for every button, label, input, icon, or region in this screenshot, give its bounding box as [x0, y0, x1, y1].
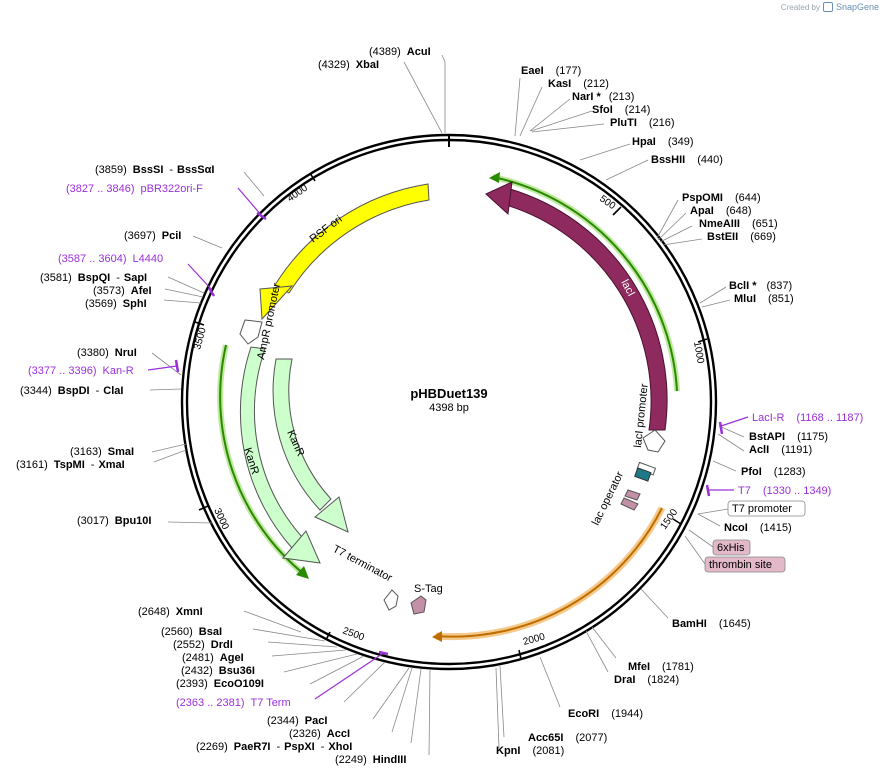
svg-text:(2363 .. 2381)T7 Term: (2363 .. 2381)T7 Term — [176, 697, 291, 709]
snapgene-credit: Created by SnapGene — [781, 2, 879, 12]
svg-text:(2344)PacI: (2344)PacI — [267, 715, 327, 727]
6xhis-box: 6xHis — [712, 539, 751, 556]
svg-text:(3380)NruI: (3380)NruI — [77, 347, 137, 359]
svg-text:PspOMI(644): PspOMI(644) — [682, 192, 761, 204]
svg-text:(3161)TspMI-XmaI: (3161)TspMI-XmaI — [16, 459, 125, 471]
s-tag-label: S-Tag — [414, 583, 443, 595]
s-tag-feature — [410, 595, 427, 615]
svg-text:NmeAIII(651): NmeAIII(651) — [699, 218, 778, 230]
svg-text:DraI(1824): DraI(1824) — [614, 674, 679, 686]
t7-promoter-box: T7 promoter — [727, 500, 806, 517]
svg-text:(3377 .. 3396)Kan-R: (3377 .. 3396)Kan-R — [28, 365, 134, 377]
svg-text:LacI-R(1168 .. 1187): LacI-R(1168 .. 1187) — [752, 412, 863, 424]
tick-label: 500 — [597, 193, 617, 212]
svg-text:ApaI(648): ApaI(648) — [690, 205, 752, 217]
svg-text:(3344)BspDI-ClaI: (3344)BspDI-ClaI — [20, 385, 123, 397]
lac-operator-label: lac operator — [590, 470, 626, 528]
tick-label: 3500 — [192, 326, 208, 351]
lacI-promoter-feature — [642, 429, 666, 453]
ticks — [194, 135, 708, 660]
svg-text:(2393)EcoO109I: (2393)EcoO109I — [176, 678, 264, 690]
t7-promoter-feature — [624, 489, 641, 501]
svg-text:PluTI(216): PluTI(216) — [610, 117, 675, 129]
svg-text:BamHI(1645): BamHI(1645) — [672, 618, 751, 630]
svg-text:BstEII(669): BstEII(669) — [707, 231, 776, 243]
svg-text:(2269)PaeR7I-PspXI-XhoI: (2269)PaeR7I-PspXI-XhoI — [196, 741, 352, 753]
svg-text:(3569)SphI: (3569)SphI — [85, 298, 147, 310]
svg-text:(3163)SmaI: (3163)SmaI — [70, 446, 134, 458]
svg-text:AclI(1191): AclI(1191) — [749, 444, 812, 456]
svg-text:EaeI(177): EaeI(177) — [521, 65, 581, 77]
svg-text:(3573)AfeI: (3573)AfeI — [93, 285, 152, 297]
svg-text:(2648)XmnI: (2648)XmnI — [138, 606, 203, 618]
svg-text:(2432)Bsu36I: (2432)Bsu36I — [181, 665, 255, 677]
enzyme-labels: (4389)AcuI (4329)XbaI EaeI(177) KasI(212… — [16, 46, 828, 766]
kanR-feature-inner — [272, 358, 332, 511]
svg-text:thrombin site: thrombin site — [709, 559, 772, 571]
primer-lines — [147, 187, 749, 700]
credit-brand: SnapGene — [835, 2, 879, 12]
svg-text:(3017)Bpu10I: (3017)Bpu10I — [77, 515, 151, 527]
plasmid-length: 4398 bp — [429, 402, 469, 414]
lacI-feature — [505, 188, 668, 431]
svg-text:(2560)BsaI: (2560)BsaI — [161, 626, 222, 638]
plasmid-name: pHBDuet139 — [410, 386, 487, 401]
rsf-ori-feature — [274, 183, 430, 294]
snapgene-logo-icon — [822, 2, 833, 12]
primer-labels: (3827 .. 3846)pBR322ori-F (3587 .. 3604)… — [28, 183, 863, 709]
svg-text:KasI(212): KasI(212) — [548, 78, 609, 90]
svg-text:NarI *(213): NarI *(213) — [572, 91, 634, 103]
tick-labels: 500 1000 1500 2000 2500 3000 3500 4000 — [192, 182, 706, 647]
svg-text:KpnI(2081): KpnI(2081) — [496, 745, 564, 757]
tick-label: 2500 — [341, 625, 366, 643]
ampR-promoter-feature — [239, 319, 263, 345]
svg-text:HpaI(349): HpaI(349) — [632, 136, 694, 148]
svg-text:(2326)AccI: (2326)AccI — [289, 728, 350, 740]
svg-text:(3827 .. 3846)pBR322ori-F: (3827 .. 3846)pBR322ori-F — [66, 183, 203, 195]
svg-text:PfoI(1283): PfoI(1283) — [741, 466, 806, 478]
svg-text:(2249)HindIII: (2249)HindIII — [335, 754, 406, 766]
svg-text:(3587 .. 3604)L4440: (3587 .. 3604)L4440 — [58, 253, 163, 265]
tick-label: 4000 — [285, 182, 310, 204]
svg-text:6xHis: 6xHis — [717, 542, 745, 554]
svg-text:MluI(851): MluI(851) — [734, 293, 794, 305]
svg-text:(3581)BspQI-SapI: (3581)BspQI-SapI — [40, 272, 147, 284]
credit-prefix: Created by — [780, 2, 820, 12]
svg-text:NcoI(1415): NcoI(1415) — [724, 522, 792, 534]
svg-text:EcoRI(1944): EcoRI(1944) — [568, 708, 643, 720]
connector-lines — [149, 54, 745, 756]
svg-text:MfeI(1781): MfeI(1781) — [628, 661, 694, 673]
tick-label: 1000 — [691, 341, 706, 365]
svg-text:T7 promoter: T7 promoter — [732, 503, 792, 515]
svg-text:BssHII(440): BssHII(440) — [651, 154, 723, 166]
thrombin-site-box: thrombin site — [704, 556, 786, 573]
svg-text:BclI *(837): BclI *(837) — [729, 280, 792, 292]
svg-text:Acc65I(2077): Acc65I(2077) — [528, 732, 607, 744]
svg-text:(2552)DrdI: (2552)DrdI — [173, 639, 233, 651]
t7-terminator-label: T7 terminator — [331, 543, 395, 584]
svg-text:(3859)BssSI-BssSαI: (3859)BssSI-BssSαI — [95, 164, 214, 176]
svg-text:BstAPI(1175): BstAPI(1175) — [749, 431, 828, 443]
svg-text:(3697)PciI: (3697)PciI — [124, 230, 181, 242]
svg-text:(2481)AgeI: (2481)AgeI — [182, 652, 244, 664]
svg-text:SfoI(214): SfoI(214) — [592, 104, 650, 116]
t7-terminator-feature — [383, 589, 399, 611]
svg-text:T7(1330 .. 1349): T7(1330 .. 1349) — [738, 485, 831, 497]
svg-text:(4389)AcuI: (4389)AcuI — [369, 46, 431, 58]
features — [217, 172, 680, 642]
svg-text:(4329)XbaI: (4329)XbaI — [318, 59, 379, 71]
